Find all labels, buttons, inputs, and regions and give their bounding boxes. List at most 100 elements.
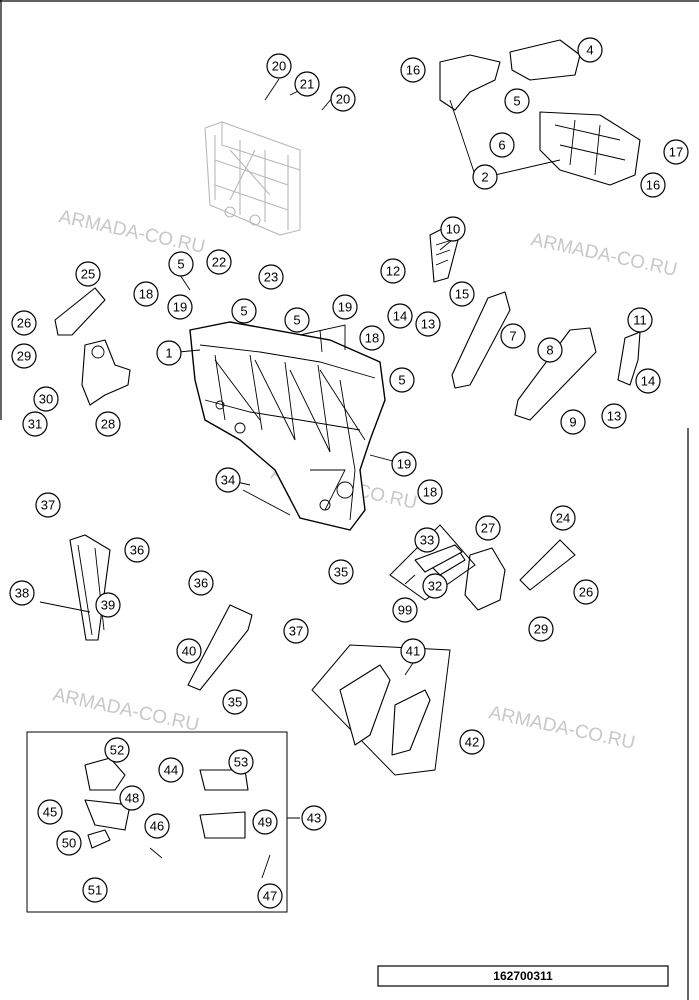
callout-bubble: 43 bbox=[301, 805, 327, 831]
callout-number: 5 bbox=[513, 94, 520, 109]
callout-number: 10 bbox=[446, 222, 460, 237]
callout-bubble: 30 bbox=[33, 386, 59, 412]
footpeg-kit-box bbox=[26, 731, 300, 913]
callout-bubble: 45 bbox=[37, 799, 63, 825]
callout-bubble: 29 bbox=[11, 343, 37, 369]
callout-bubble: 19 bbox=[332, 294, 358, 320]
callout-number: 23 bbox=[264, 270, 278, 285]
callout-number: 35 bbox=[334, 565, 348, 580]
callout-number: 5 bbox=[240, 304, 247, 319]
callout-bubble: 25 bbox=[75, 261, 101, 287]
callout-bubble: 6 bbox=[489, 132, 515, 158]
callout-number: 30 bbox=[39, 392, 53, 407]
callout-number: 53 bbox=[234, 755, 248, 770]
callout-number: 33 bbox=[420, 533, 434, 548]
callout-bubble: 29 bbox=[528, 616, 554, 642]
callout-bubble: 27 bbox=[475, 515, 501, 541]
callout-number: 15 bbox=[455, 287, 469, 302]
callout-bubble: 31 bbox=[22, 411, 48, 437]
callout-number: 39 bbox=[101, 598, 115, 613]
part-callouts: 20 21 20 4 16 5 6 2 17 16 10 12 15 14 13… bbox=[9, 37, 689, 909]
callout-number: 11 bbox=[633, 313, 647, 328]
callout-bubble: 50 bbox=[56, 830, 82, 856]
callout-number: 8 bbox=[546, 343, 553, 358]
callout-number: 7 bbox=[509, 329, 516, 344]
callout-number: 42 bbox=[465, 735, 479, 750]
callout-bubble: 34 bbox=[215, 467, 241, 493]
callout-number: 16 bbox=[646, 178, 660, 193]
callout-number: 29 bbox=[534, 622, 548, 637]
callout-bubble: 8 bbox=[537, 337, 563, 363]
callout-number: 14 bbox=[393, 309, 407, 324]
callout-number: 35 bbox=[228, 695, 242, 710]
ghost-frame-drawing bbox=[204, 121, 301, 236]
callout-bubble: 19 bbox=[167, 294, 193, 320]
callout-number: 43 bbox=[307, 811, 321, 826]
callout-number: 19 bbox=[173, 300, 187, 315]
callout-bubble: 5 bbox=[168, 251, 194, 277]
callout-number: 47 bbox=[263, 889, 277, 904]
callout-bubble: 41 bbox=[400, 638, 426, 664]
callout-number: 5 bbox=[177, 257, 184, 272]
callout-number: 32 bbox=[428, 579, 442, 594]
callout-bubble: 26 bbox=[11, 310, 37, 336]
callout-number: 19 bbox=[397, 457, 411, 472]
side-stand-parts bbox=[39, 489, 291, 691]
callout-bubble: 51 bbox=[82, 877, 108, 903]
callout-number: 50 bbox=[62, 836, 76, 851]
callout-number: 38 bbox=[15, 586, 29, 601]
callout-bubble: 99 bbox=[392, 597, 418, 623]
watermark-text: ARMADA-CO.RU bbox=[51, 684, 201, 735]
callout-bubble: 32 bbox=[422, 573, 448, 599]
callout-bubble: 12 bbox=[380, 258, 406, 284]
callout-bubble: 19 bbox=[391, 451, 417, 477]
callout-bubble: 42 bbox=[459, 729, 485, 755]
callout-number: 28 bbox=[101, 417, 115, 432]
callout-bubble: 28 bbox=[95, 411, 121, 437]
callout-bubble: 9 bbox=[560, 409, 586, 435]
callout-number: 18 bbox=[139, 287, 153, 302]
callout-bubble: 24 bbox=[550, 505, 576, 531]
callout-number: 45 bbox=[43, 805, 57, 820]
main-frame bbox=[189, 321, 386, 531]
callout-bubble: 37 bbox=[35, 492, 61, 518]
callout-bubble: 5 bbox=[389, 367, 415, 393]
callout-bubble: 18 bbox=[417, 479, 443, 505]
callout-bubble: 52 bbox=[104, 737, 130, 763]
callout-bubble: 35 bbox=[222, 689, 248, 715]
callout-bubble: 39 bbox=[95, 592, 121, 618]
callout-bubble: 5 bbox=[284, 307, 310, 333]
callout-bubble: 47 bbox=[257, 883, 283, 909]
callout-number: 22 bbox=[212, 255, 226, 270]
callout-number: 44 bbox=[164, 763, 178, 778]
callout-number: 20 bbox=[336, 92, 350, 107]
callout-bubble: 16 bbox=[640, 172, 666, 198]
callout-bubble: 18 bbox=[133, 281, 159, 307]
callout-bubble: 14 bbox=[635, 368, 661, 394]
callout-number: 13 bbox=[607, 409, 621, 424]
callout-number: 26 bbox=[17, 316, 31, 331]
callout-number: 49 bbox=[258, 815, 272, 830]
callout-number: 16 bbox=[406, 63, 420, 78]
watermark-text: ARMADA-CO.RU bbox=[487, 702, 637, 753]
callout-bubble: 35 bbox=[328, 559, 354, 585]
callout-number: 37 bbox=[41, 498, 55, 513]
callout-number: 18 bbox=[365, 331, 379, 346]
callout-bubble: 21 bbox=[294, 71, 320, 97]
callout-number: 9 bbox=[569, 415, 576, 430]
callout-number: 1 bbox=[165, 346, 172, 361]
callout-number: 37 bbox=[289, 624, 303, 639]
callout-number: 2 bbox=[481, 170, 488, 185]
heel-guard-set bbox=[311, 644, 451, 776]
callout-number: 26 bbox=[579, 585, 593, 600]
callout-bubble: 1 bbox=[156, 340, 182, 366]
callout-bubble: 46 bbox=[144, 813, 170, 839]
callout-bubble: 53 bbox=[228, 749, 254, 775]
callout-number: 99 bbox=[398, 603, 412, 618]
callout-bubble: 37 bbox=[283, 618, 309, 644]
footrest-brackets bbox=[429, 224, 641, 421]
callout-bubble: 33 bbox=[414, 527, 440, 553]
callout-bubble: 4 bbox=[577, 37, 603, 63]
callout-number: 5 bbox=[293, 313, 300, 328]
